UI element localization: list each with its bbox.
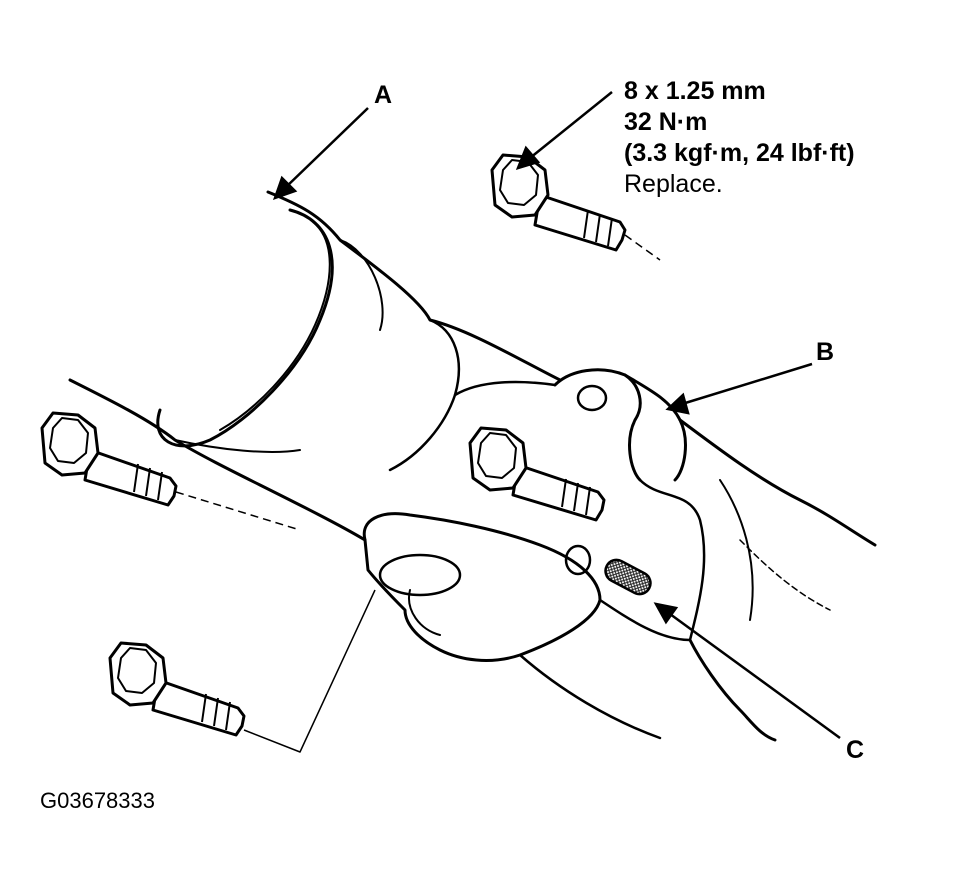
callout-label-c: C (846, 736, 865, 764)
flange-bolt-top (490, 153, 661, 261)
callout-label-a: A (374, 81, 393, 109)
flange-joint (362, 368, 706, 662)
fastener-spec: 8 x 1.25 mm 32 N·m (3.3 kgf·m, 24 lbf·ft… (624, 76, 855, 200)
replace-note: Replace. (624, 170, 723, 198)
flange-bolt-bottom (108, 589, 376, 753)
torque-alt-units: (3.3 kgf·m, 24 lbf·ft) (624, 139, 855, 167)
bolt-size: 8 x 1.25 mm (624, 77, 766, 105)
leader-lines (272, 91, 841, 740)
figure-id: G03678333 (40, 788, 155, 813)
flange-bolt-middle (468, 426, 606, 522)
exhaust-pipe-b (518, 418, 877, 742)
torque-value: 32 N·m (624, 108, 708, 136)
callout-label-b: B (816, 338, 835, 366)
flange-bolt-left (40, 411, 301, 531)
gasket-c (604, 558, 652, 596)
